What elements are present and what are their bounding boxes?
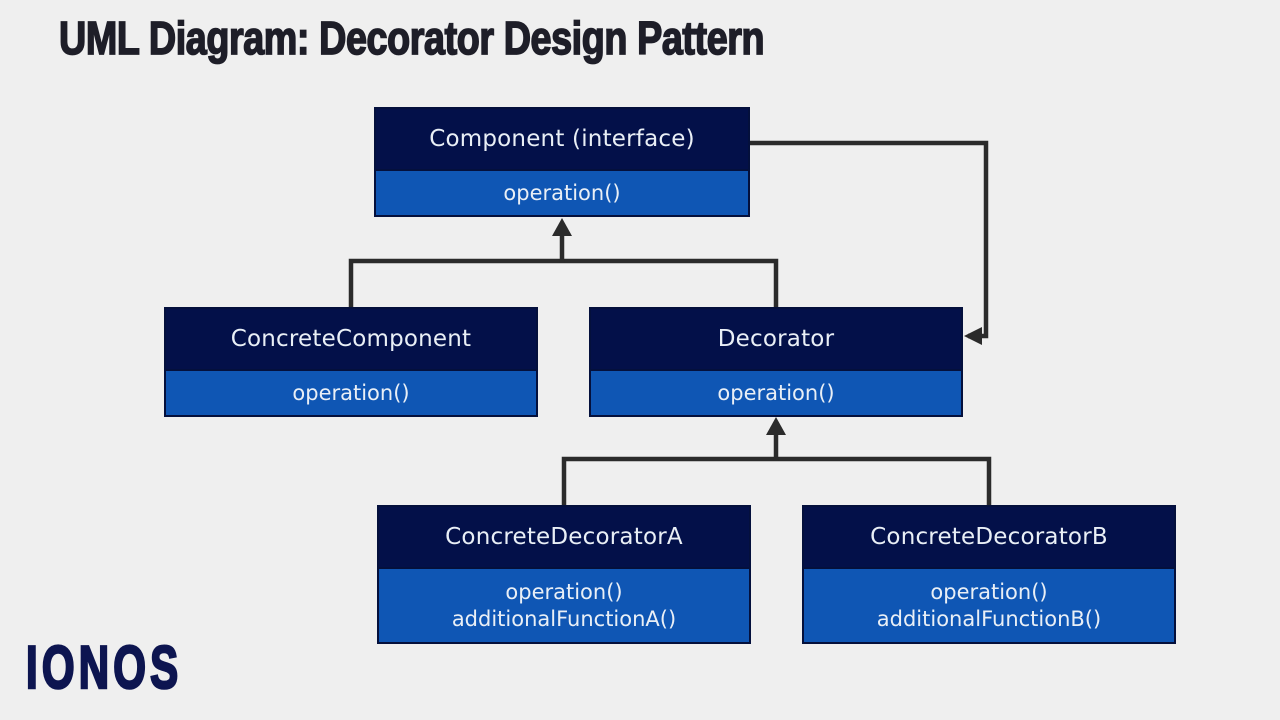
- page-title: UML Diagram: Decorator Design Pattern: [58, 12, 765, 64]
- class-methods-concrete-decorator-b: operation() additionalFunctionB(): [804, 567, 1174, 642]
- class-title-concrete-decorator-a: ConcreteDecoratorA: [379, 507, 749, 567]
- method-label: operation(): [505, 579, 623, 604]
- method-label: additionalFunctionA(): [451, 606, 677, 631]
- generalization-branch-bottom: [561, 456, 992, 507]
- class-title-concrete-component: ConcreteComponent: [166, 309, 536, 369]
- class-methods-concrete-component: operation(): [166, 369, 536, 415]
- arrowhead-left-decorator: [964, 327, 982, 345]
- arrowhead-up-component: [552, 218, 572, 236]
- method-label: operation(): [717, 380, 835, 405]
- class-box-concrete-decorator-a: ConcreteDecoratorA operation() additiona…: [377, 505, 751, 644]
- class-title-decorator: Decorator: [591, 309, 961, 369]
- class-methods-decorator: operation(): [591, 369, 961, 415]
- arrowhead-up-decorator: [766, 417, 786, 435]
- method-label: operation(): [930, 579, 1048, 604]
- class-box-component: Component (interface) operation(): [374, 107, 750, 217]
- class-title-component: Component (interface): [376, 109, 748, 169]
- ionos-logo: IONOS: [25, 634, 183, 701]
- class-methods-concrete-decorator-a: operation() additionalFunctionA(): [379, 567, 749, 642]
- generalization-branch-top: [348, 258, 779, 309]
- class-title-concrete-decorator-b: ConcreteDecoratorB: [804, 507, 1174, 567]
- class-box-concrete-decorator-b: ConcreteDecoratorB operation() additiona…: [802, 505, 1176, 644]
- method-label: operation(): [503, 180, 621, 205]
- method-label: additionalFunctionB(): [876, 606, 1102, 631]
- class-box-decorator: Decorator operation(): [589, 307, 963, 417]
- method-label: operation(): [292, 380, 410, 405]
- class-methods-component: operation(): [376, 169, 748, 215]
- class-box-concrete-component: ConcreteComponent operation(): [164, 307, 538, 417]
